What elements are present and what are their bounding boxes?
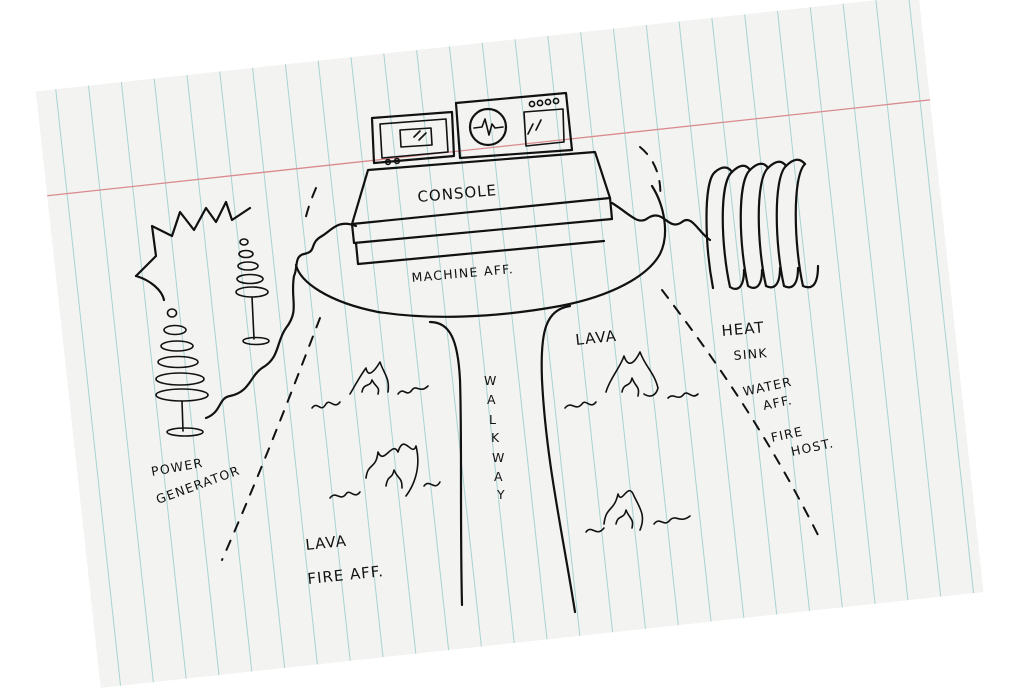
- paper-rule-line: [875, 0, 942, 597]
- paper-rule-line: [219, 71, 286, 668]
- paper-rule-line: [645, 25, 712, 622]
- console-drawing: [350, 91, 614, 266]
- paper-rule-line: [481, 42, 548, 640]
- lava-fire-affinity-label-line1: LAVA: [305, 532, 348, 554]
- paper-rule-line: [776, 10, 843, 608]
- paper-rule-line: [88, 85, 154, 683]
- lava-zone-right-boundary: [661, 289, 819, 536]
- paper-rule-line: [448, 46, 515, 644]
- paper-rule-line: [809, 7, 876, 604]
- lava-flames-icon: [311, 351, 699, 533]
- heat-sink-coils-icon: [705, 158, 820, 290]
- power-generator-icon: [134, 200, 270, 437]
- heat-sink-label-line1: HEAT: [721, 318, 765, 340]
- machine-affinity-boundary: [294, 184, 667, 318]
- paper-rule-lines: [55, 0, 975, 686]
- heat-sink-label-line2: SINK: [733, 345, 769, 363]
- paper-rule-line: [153, 78, 220, 676]
- paper-rule-line: [284, 64, 351, 661]
- paper-rule-line: [547, 35, 614, 633]
- paper-sheet: [35, 0, 984, 688]
- walkway-left-edge: [428, 320, 464, 607]
- paper-rule-line: [612, 28, 679, 626]
- paper-rule-line: [678, 21, 745, 619]
- paper-rule-line: [711, 17, 778, 615]
- paper-rule-line: [842, 3, 909, 601]
- walkway-letter: K: [491, 430, 501, 445]
- paper-background: [35, 0, 984, 688]
- lava-label: LAVA: [575, 327, 618, 349]
- walkway-letter: W: [484, 373, 498, 388]
- walkway-letter: A: [487, 392, 497, 407]
- paper-rule-line: [383, 53, 450, 651]
- paper-rule-line: [580, 32, 646, 629]
- paper-rule-line: [120, 82, 187, 679]
- paper-margin-line: [47, 99, 931, 197]
- lava-zone-left-boundary: [221, 317, 321, 561]
- fire-host-label-line1: FIRE: [770, 423, 805, 444]
- walkway-letter: A: [494, 469, 504, 484]
- walkway-right-edge: [540, 304, 577, 614]
- paper-rule-line: [186, 74, 253, 672]
- walkway-letter: W: [492, 450, 506, 465]
- paper-rule-line: [416, 49, 482, 647]
- walkway-letter: Y: [496, 487, 506, 502]
- paper-rule-line: [350, 57, 417, 654]
- paper-rule-line: [908, 0, 975, 594]
- water-affinity-label-line2: AFF.: [762, 392, 795, 413]
- paper-rule-line: [252, 67, 318, 665]
- paper-rule-line: [744, 14, 810, 611]
- paper-rule-line: [55, 89, 122, 686]
- walkway-label: W A L K W A Y: [484, 373, 506, 502]
- walkway-letter: L: [489, 412, 497, 427]
- paper-rule-line: [317, 60, 384, 658]
